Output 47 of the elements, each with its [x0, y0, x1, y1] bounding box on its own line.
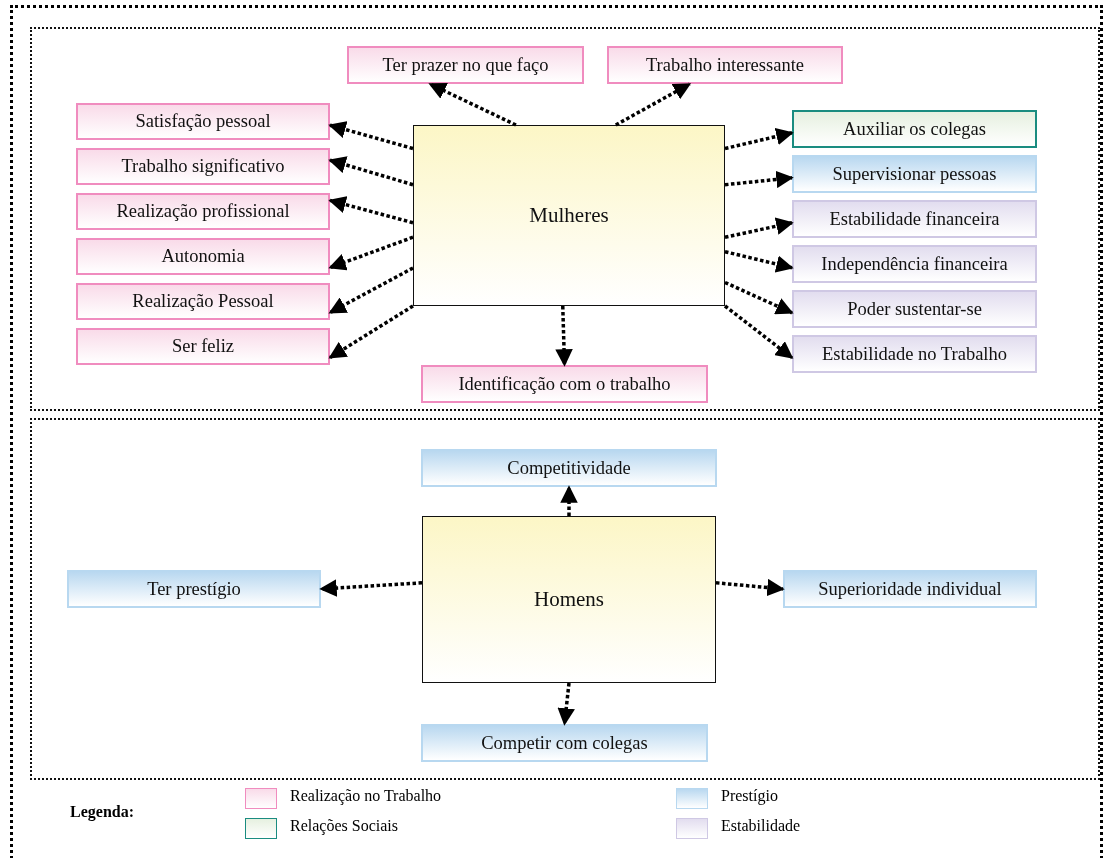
arrow	[724, 280, 794, 315]
value-box: Poder sustentar-se	[792, 290, 1037, 328]
group-box: Mulheres	[413, 125, 725, 306]
arrow	[328, 121, 414, 151]
arrow	[428, 82, 517, 127]
arrow	[724, 170, 794, 189]
value-box: Estabilidade financeira	[792, 200, 1037, 238]
value-box: Autonomia	[76, 238, 330, 275]
legend-text: Realização no Trabalho	[290, 787, 442, 805]
arrow	[560, 485, 578, 516]
arrow	[715, 578, 785, 597]
value-box: Estabilidade no Trabalho	[792, 335, 1037, 373]
value-box: Realização profissional	[76, 193, 330, 230]
panel-frame	[30, 27, 1100, 411]
arrow	[614, 82, 692, 127]
arrow	[723, 304, 794, 360]
arrow	[555, 305, 573, 367]
legend-text: Relações Sociais	[290, 817, 398, 835]
arrow	[319, 579, 423, 597]
value-box: Trabalho interessante	[607, 46, 843, 84]
value-box: Satisfação pessoal	[76, 103, 330, 140]
value-box: Ter prestígio	[67, 570, 321, 608]
legend-title: Legenda:	[70, 803, 134, 821]
arrow	[328, 156, 414, 187]
value-box: Ter prazer no que faço	[347, 46, 584, 84]
legend-text: Estabilidade	[721, 817, 801, 835]
arrow	[724, 127, 794, 151]
value-box: Auxiliar os colegas	[792, 110, 1037, 148]
arrow	[724, 217, 794, 239]
value-box: Independência financeira	[792, 245, 1037, 283]
legend-text: Prestígio	[721, 787, 778, 805]
value-box: Competir com colegas	[421, 724, 708, 762]
panel-frame	[30, 418, 1100, 780]
arrow	[328, 266, 414, 315]
arrow	[328, 304, 414, 360]
value-box: Realização Pessoal	[76, 283, 330, 320]
value-box: Supervisionar pessoas	[792, 155, 1037, 193]
arrow	[328, 196, 414, 225]
value-box: Competitividade	[421, 449, 717, 487]
arrow	[557, 682, 575, 726]
value-box: Trabalho significativo	[76, 148, 330, 185]
value-box: Ser feliz	[76, 328, 330, 365]
group-box: Homens	[422, 516, 716, 683]
value-box: Identificação com o trabalho	[421, 365, 708, 403]
value-box: Superioridade individual	[783, 570, 1037, 608]
arrow	[328, 235, 414, 271]
arrow	[724, 250, 794, 273]
